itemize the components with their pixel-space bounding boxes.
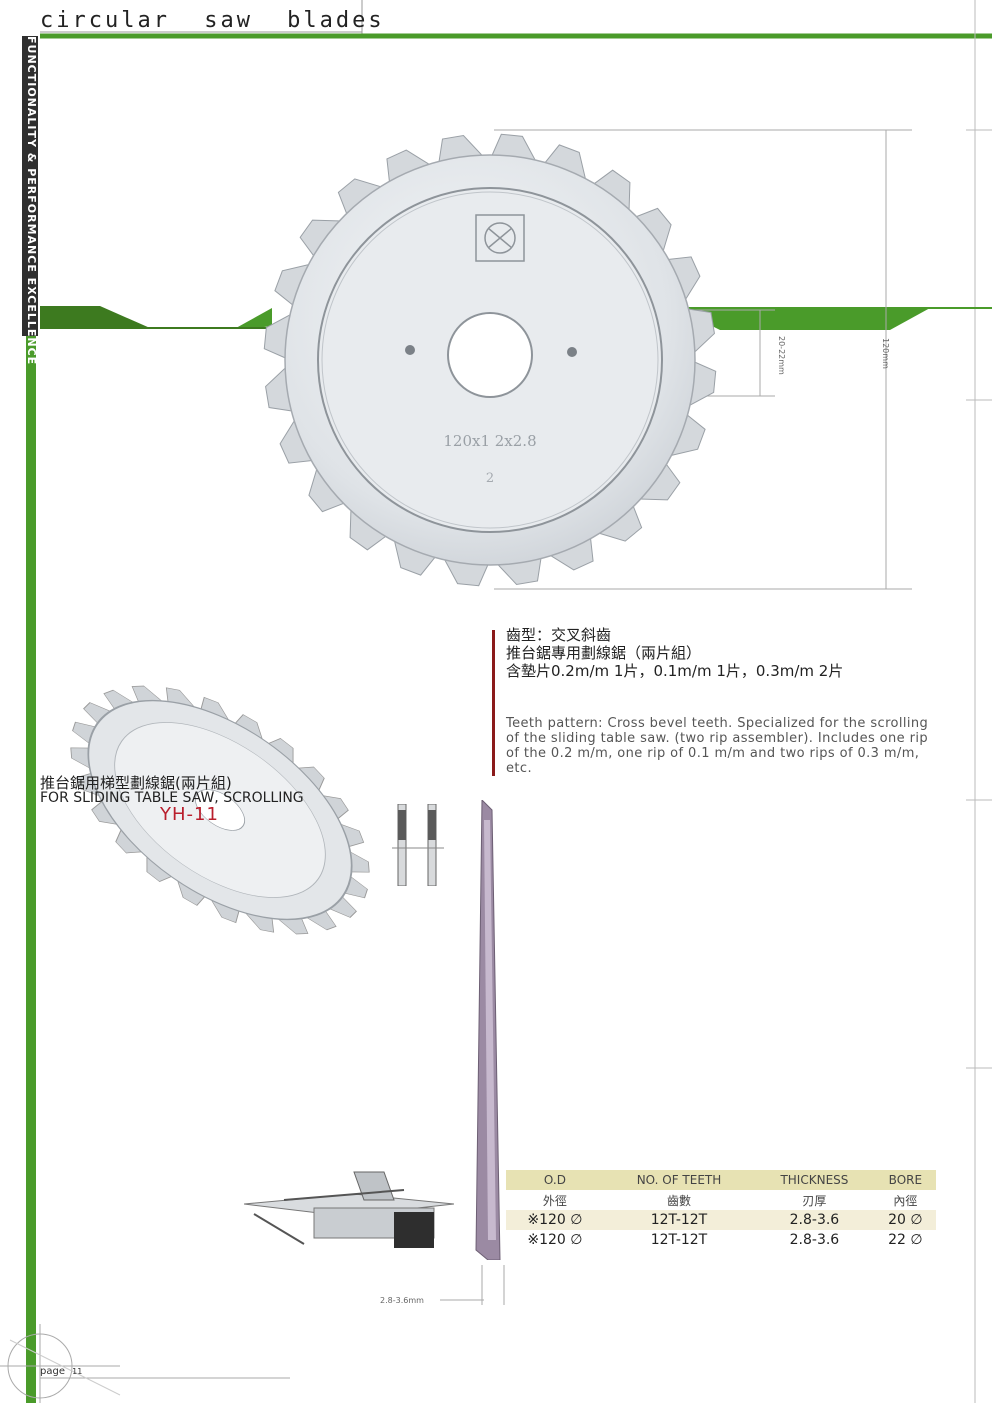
page-header-title: circular saw blades	[40, 8, 385, 33]
tilted-saw-blade-image	[70, 685, 370, 935]
side-view-blade-image	[475, 800, 501, 1260]
diameter-dimension-label: 120mm	[881, 338, 890, 369]
header-teeth: NO. OF TEETH	[603, 1170, 755, 1190]
table-row: ※120 ∅ 12T-12T 2.8-3.6 20 ∅	[506, 1210, 936, 1230]
cell-bore: 22 ∅	[888, 1232, 923, 1248]
blade-number-marking: 2	[486, 471, 494, 486]
table-row: ※120 ∅ 12T-12T 2.8-3.6 22 ∅	[506, 1230, 936, 1250]
page-number-text: 11	[72, 1367, 83, 1376]
page-number: page 11	[40, 1366, 82, 1377]
usage-cn: 推台鋸專用劃線鋸（兩片組）	[506, 644, 702, 662]
spec-table-header-row: O.D NO. OF TEETH THICKNESS BORE	[506, 1170, 936, 1190]
table-saw-image	[244, 1171, 454, 1248]
cell-od: ※120 ∅	[527, 1232, 583, 1248]
spec-table: O.D NO. OF TEETH THICKNESS BORE 外徑 齒數 刃厚…	[506, 1170, 936, 1250]
cell-thickness: 2.8-3.6	[754, 1210, 875, 1230]
tooth-profile-diagram	[392, 804, 444, 886]
header-thickness: THICKNESS	[754, 1170, 875, 1190]
cell-teeth: 12T-12T	[650, 1232, 708, 1248]
product-title-cn: 推台鋸用梯型劃線鋸(兩片組)	[40, 774, 232, 792]
page-label-text: page	[40, 1366, 65, 1377]
teeth-type-cn: 齒型：交叉斜齒	[506, 626, 612, 644]
side-banner-text: FUNCTIONALITY & PERFORMANCE EXCELLENCE	[25, 36, 38, 366]
header-teeth-cn: 齒數	[666, 1193, 691, 1208]
product-model-code: YH-11	[160, 804, 219, 825]
header-bore-cn: 內徑	[893, 1193, 918, 1208]
blade-size-marking: 120x1 2x2.8	[443, 432, 536, 450]
header-thickness-cn: 刃厚	[802, 1193, 827, 1208]
description-en: Teeth pattern: Cross bevel teeth. Specia…	[506, 716, 929, 776]
spec-table-header-cn-row: 外徑 齒數 刃厚 內徑	[506, 1190, 936, 1210]
side-banner: FUNCTIONALITY & PERFORMANCE EXCELLENCE	[24, 36, 38, 365]
description-cn: 齒型：交叉斜齒 推台鋸專用劃線鋸（兩片組） 含墊片0.2m/m 1片，0.1m/…	[506, 626, 843, 680]
cell-bore: 20 ∅	[874, 1210, 936, 1230]
cell-teeth: 12T-12T	[603, 1210, 755, 1230]
header-bore: BORE	[874, 1170, 936, 1190]
product-title-en: FOR SLIDING TABLE SAW, SCROLLING	[40, 790, 304, 806]
header-od-cn: 外徑	[542, 1193, 567, 1208]
header-od: O.D	[506, 1170, 604, 1190]
bore-dimension-label: 20-22mm	[777, 336, 786, 375]
main-saw-blade-image: 120x1 2x2.8 2	[263, 133, 717, 587]
shims-cn: 含墊片0.2m/m 1片，0.1m/m 1片，0.3m/m 2片	[506, 662, 844, 680]
thickness-dimension-label: 2.8-3.6mm	[380, 1296, 424, 1305]
cell-od: ※120 ∅	[506, 1210, 604, 1230]
logo-emblem-icon	[475, 214, 525, 262]
cell-thickness: 2.8-3.6	[789, 1232, 840, 1248]
